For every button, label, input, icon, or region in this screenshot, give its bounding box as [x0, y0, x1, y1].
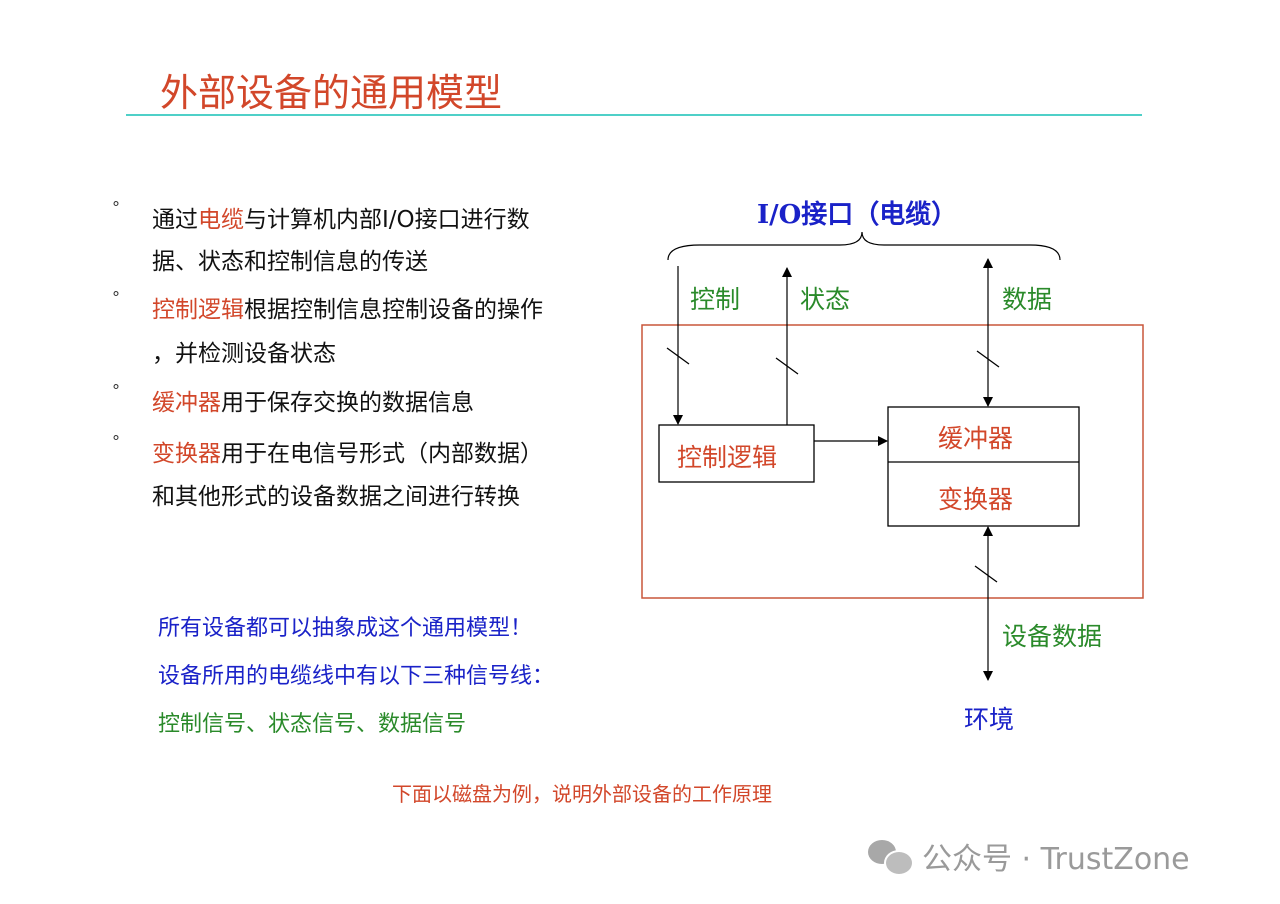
- note-line-2: 设备所用的电缆线中有以下三种信号线：: [158, 664, 555, 689]
- control-label: 控制: [690, 285, 741, 314]
- interface-brace: [667, 231, 1061, 261]
- bullet-line: ，并检测设备状态: [152, 334, 336, 368]
- bus-slashes: [666, 347, 1000, 583]
- device-data-label: 设备数据: [1002, 622, 1103, 651]
- bullet-text: 用于在电信号形式（内部数据）: [221, 441, 543, 467]
- interface-label: I/O接口（电缆）: [757, 200, 958, 230]
- bullet-marker: °: [112, 288, 120, 307]
- wechat-icon: [868, 838, 914, 876]
- bullet-text: 根据控制信息控制设备的操作: [244, 297, 543, 323]
- control-logic-box: [658, 424, 815, 483]
- bullet-line: 通过电缆与计算机内部I/O接口进行数: [152, 200, 530, 234]
- converter-label: 变换器: [938, 485, 1014, 514]
- data-label: 数据: [1002, 285, 1053, 314]
- bullet-line: 据、状态和控制信息的传送: [152, 242, 428, 276]
- bullet-line: 和其他形式的设备数据之间进行转换: [152, 477, 520, 511]
- bullet-text: 通过: [152, 207, 198, 233]
- buffer-label: 缓冲器: [938, 424, 1014, 453]
- bullet-marker: °: [112, 198, 120, 217]
- bullet-text: 与计算机内部I/O接口进行数: [244, 207, 530, 233]
- highlight-term: 控制逻辑: [152, 297, 244, 323]
- control-logic-label: 控制逻辑: [677, 443, 778, 472]
- bullet-text: ，并检测设备状态: [152, 341, 336, 367]
- bullet-text: 和其他形式的设备数据之间进行转换: [152, 484, 520, 510]
- highlight-term: 变换器: [152, 441, 221, 467]
- watermark: 公众号 · TrustZone: [868, 834, 1190, 878]
- bullet-marker: °: [112, 381, 120, 400]
- device-boundary: [641, 324, 1144, 599]
- watermark-text: 公众号 · TrustZone: [922, 842, 1190, 877]
- page-title: 外部设备的通用模型: [160, 71, 503, 115]
- footer-note: 下面以磁盘为例，说明外部设备的工作原理: [392, 782, 772, 806]
- environment-label: 环境: [964, 705, 1015, 734]
- bullet-line: 缓冲器用于保存交换的数据信息: [152, 383, 474, 417]
- note-line-1: 所有设备都可以抽象成这个通用模型！: [158, 616, 533, 641]
- status-label: 状态: [800, 285, 851, 314]
- bullet-text: 用于保存交换的数据信息: [221, 390, 474, 416]
- bullet-text: 据、状态和控制信息的传送: [152, 249, 428, 275]
- highlight-term: 缓冲器: [152, 390, 221, 416]
- note-line-3: 控制信号、状态信号、数据信号: [158, 712, 467, 737]
- bullet-marker: °: [112, 432, 120, 451]
- bullet-line: 变换器用于在电信号形式（内部数据）: [152, 434, 543, 468]
- buffer-converter-box: [887, 406, 1080, 527]
- bullet-line: 控制逻辑根据控制信息控制设备的操作: [152, 290, 543, 324]
- highlight-term: 电缆: [198, 207, 244, 233]
- title-divider: [126, 114, 1142, 116]
